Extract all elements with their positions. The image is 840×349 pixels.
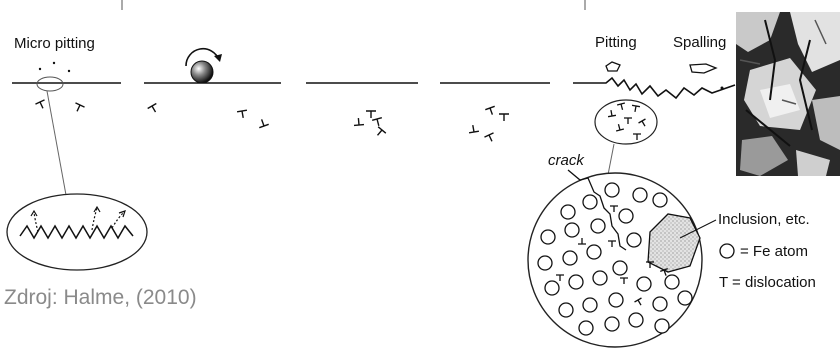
pit-particle <box>606 62 620 71</box>
rotation-arrowhead <box>214 54 222 62</box>
pitting-label: Pitting <box>595 34 637 51</box>
micro-zoom-leader <box>47 91 66 195</box>
micro-zoom-ellipse <box>7 194 147 270</box>
micro-debris <box>39 62 70 72</box>
dislocation-legend-label: T = dislocation <box>719 274 816 291</box>
rolling-ball <box>191 61 213 83</box>
damaged-surface <box>573 78 735 98</box>
micro-pit-marker <box>37 77 63 91</box>
inclusion-label: Inclusion, etc. <box>718 211 810 228</box>
micro-crack-arrows <box>31 207 125 232</box>
spalling-micrograph <box>736 12 840 176</box>
fe-atom-legend-label: = Fe atom <box>740 243 808 260</box>
fe-atom-legend-symbol <box>720 244 734 258</box>
pit-zone-ellipse <box>595 100 657 144</box>
surface-lines <box>12 78 735 98</box>
spall-particle <box>690 64 716 73</box>
spalling-label: Spalling <box>673 34 726 51</box>
micro-pitting-label: Micro pitting <box>14 35 95 52</box>
pit-zone-dislocations <box>607 103 648 140</box>
debris-dot <box>721 87 724 90</box>
dislocations <box>35 100 509 144</box>
crack-label: crack <box>548 152 584 169</box>
source-caption: Zdroj: Halme, (2010) <box>4 286 197 310</box>
